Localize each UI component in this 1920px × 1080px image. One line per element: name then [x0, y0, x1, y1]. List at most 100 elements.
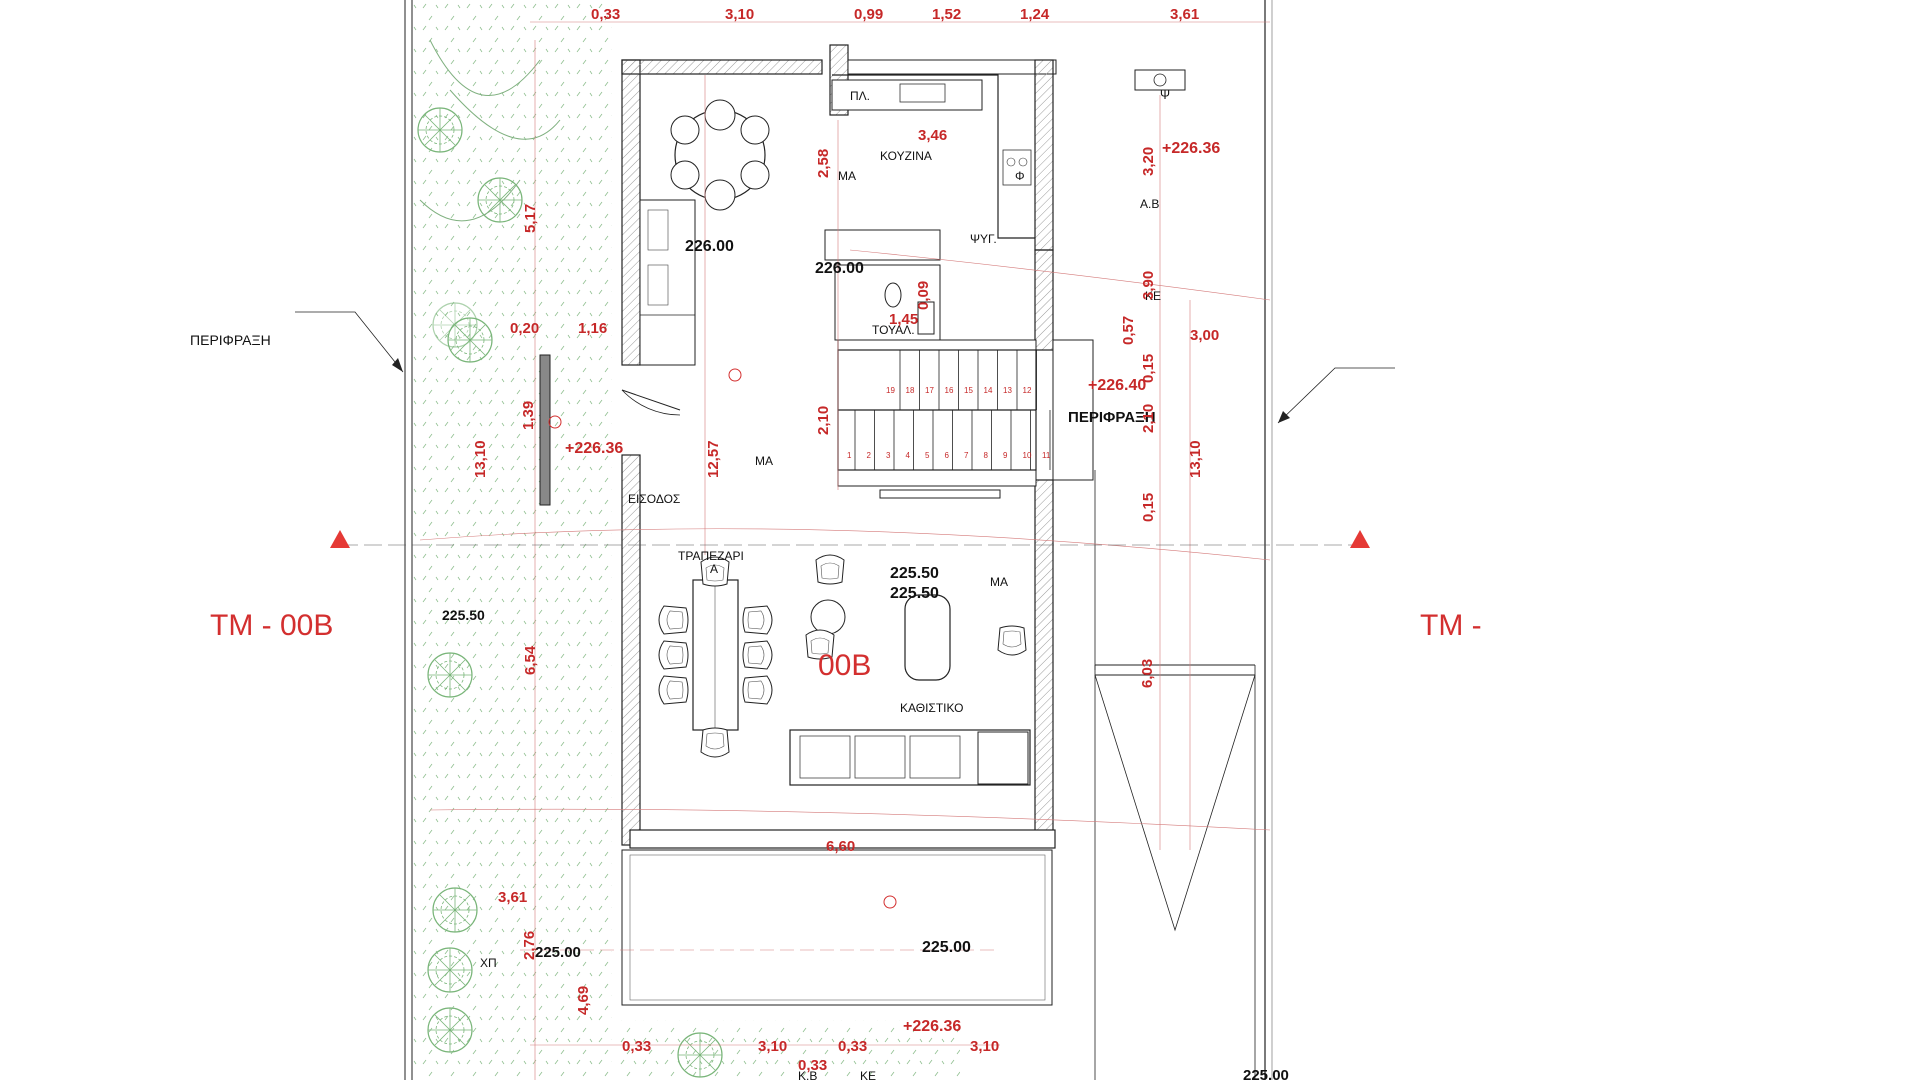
dim-0-09: 0,09: [915, 281, 932, 310]
dim-2-76: 2,76: [521, 931, 538, 960]
level-plus-3: +226.40: [1088, 377, 1146, 394]
level-plus-1: +226.36: [1162, 140, 1220, 157]
stair-step-number: 3: [886, 451, 891, 460]
dim-top-4: 1,24: [1020, 6, 1050, 23]
stair-step-number: 4: [906, 451, 911, 460]
left-garden: [412, 0, 612, 1080]
dim-2-58: 2,58: [815, 149, 832, 178]
dim-0-15-a: 0,15: [1140, 354, 1157, 383]
label-ab: Α.Β: [1140, 197, 1159, 211]
label-oven: Φ: [1015, 169, 1025, 183]
level-garden: 225.50: [442, 607, 485, 623]
dim-5-17: 5,17: [522, 204, 539, 233]
dim-bottom-3: 0,33: [798, 1057, 827, 1074]
stair-step-number: 10: [1023, 451, 1032, 460]
stair-step-number: 15: [964, 386, 973, 395]
bottom-dimensions: 0,33 3,10 0,33 0,33 3,10: [622, 1038, 999, 1074]
level-226-a: 226.00: [685, 238, 734, 255]
stair-step-number: 5: [925, 451, 930, 460]
dim-13-10-left: 13,10: [472, 440, 489, 478]
dim-13-10-right: 13,10: [1187, 440, 1204, 478]
dim-bottom-1: 3,10: [758, 1038, 787, 1055]
label-kb: Κ.Β: [798, 1069, 817, 1080]
dimension-lines: [419, 21, 1271, 1080]
dim-1-16: 1,16: [578, 320, 607, 337]
dim-6-03: 6,03: [1139, 659, 1156, 688]
label-pantry: ΠΛ.: [850, 89, 870, 103]
level-markers: [548, 368, 897, 909]
dim-top-2: 0,99: [854, 6, 883, 23]
dim-3-90: 3,90: [1140, 271, 1157, 300]
room-labels: ΠΛ. ΚΟΥΖΙΝΑ ΜΑ Φ ΨΥΓ. ΤΟΥΑΛ. ΕΙΣΟΔΟΣ ΜΑ …: [480, 88, 1170, 1080]
label-dining: ΤΡΑΠΕΖΑΡΙ: [678, 549, 744, 563]
dim-top-0: 0,33: [591, 6, 620, 23]
dim-2-10-b: 2,10: [1140, 404, 1157, 433]
fence-leader-left: [295, 311, 404, 373]
building-walls: [621, 44, 1094, 849]
stair-step-number: 14: [984, 386, 993, 395]
dim-bottom-2: 0,33: [838, 1038, 867, 1055]
label-fridge: ΨΥΓ.: [970, 232, 997, 246]
stair-step-number: 2: [867, 451, 872, 460]
left-cabinets: [639, 199, 696, 366]
section-label-left: ΤΜ - 00Β: [210, 609, 333, 642]
coffee-table: [904, 594, 951, 681]
level-plus-2: +226.36: [565, 440, 623, 457]
entrance-door: [539, 354, 681, 506]
dim-top-1: 3,10: [725, 6, 754, 23]
label-a-mark: Α: [710, 562, 718, 576]
label-psi: Ψ: [1160, 88, 1170, 102]
fence-leader-right: [1277, 367, 1395, 424]
sofa-set: [789, 729, 1031, 786]
annotation-labels: ΠΕΡΙΦΡΑΞΗ ΠΕΡΙΦΡΑΞΗ ΤΜ - 00Β ΤΜ - 00Β: [190, 332, 1482, 682]
kitchen-counters: [824, 69, 1186, 261]
label-ke-2: ΚΕ: [860, 1069, 876, 1080]
interior-dimensions: 3,46 2,58 3,20 5,17 0,20 1,16 1,39 13,10…: [472, 127, 1219, 1015]
stair-step-number: 9: [1003, 451, 1008, 460]
stair-step-number: 19: [886, 386, 895, 395]
level-plus-4: +226.36: [903, 1018, 961, 1035]
round-table: [670, 99, 770, 211]
section-label-right: ΤΜ -: [1420, 609, 1482, 642]
dim-4-69: 4,69: [575, 986, 592, 1015]
dim-bottom-0: 0,33: [622, 1038, 651, 1055]
bottom-garden: [620, 1020, 960, 1080]
stair-step-number: 11: [1042, 451, 1051, 460]
label-kitchen: ΚΟΥΖΙΝΑ: [880, 149, 932, 163]
dim-top-5: 3,61: [1170, 6, 1199, 23]
level-labels: 226.00 226.00 225.50 225.50 225.50 225.0…: [442, 140, 1289, 1080]
label-wc: ΤΟΥΑΛ.: [872, 323, 915, 337]
wc-room: [834, 264, 941, 341]
level-226-b: 226.00: [815, 260, 864, 277]
dim-6-54: 6,54: [522, 645, 539, 675]
label-ma-1: ΜΑ: [838, 169, 856, 183]
dim-1-45: 1,45: [889, 311, 918, 328]
dim-6-60: 6,60: [826, 838, 855, 855]
label-ke-1: ΚΕ: [1145, 289, 1161, 303]
dim-0-20: 0,20: [510, 320, 539, 337]
dim-12-57: 12,57: [705, 440, 722, 478]
dim-1-39: 1,39: [520, 401, 537, 430]
label-ma-2: ΜΑ: [755, 454, 773, 468]
level-225-50-a: 225.50: [890, 565, 939, 582]
stair-step-number: 17: [925, 386, 934, 395]
fence-label-left: ΠΕΡΙΦΡΑΞΗ: [190, 332, 271, 348]
dim-0-57: 0,57: [1120, 316, 1137, 345]
dim-bottom-4: 3,10: [970, 1038, 999, 1055]
label-living: ΚΑΘΙΣΤΙΚΟ: [900, 701, 963, 715]
dim-top-3: 1,52: [932, 6, 961, 23]
stair-step-number: 7: [964, 451, 969, 460]
label-xp: ΧΠ: [480, 956, 497, 970]
dim-3-20: 3,20: [1140, 147, 1157, 176]
stair-step-number: 12: [1023, 386, 1032, 395]
ramp: [1094, 664, 1256, 1080]
dim-3-61: 3,61: [498, 889, 527, 906]
dim-3-00: 3,00: [1190, 327, 1219, 344]
section-marker-right: [1350, 530, 1370, 548]
level-xp: 225.00: [535, 944, 581, 961]
level-bottom-right: 225.00: [1243, 1067, 1289, 1080]
top-dimensions: 0,33 3,10 0,99 1,52 1,24 3,61: [591, 6, 1199, 23]
stair-step-number: 8: [984, 451, 989, 460]
stair-step-number: 6: [945, 451, 950, 460]
